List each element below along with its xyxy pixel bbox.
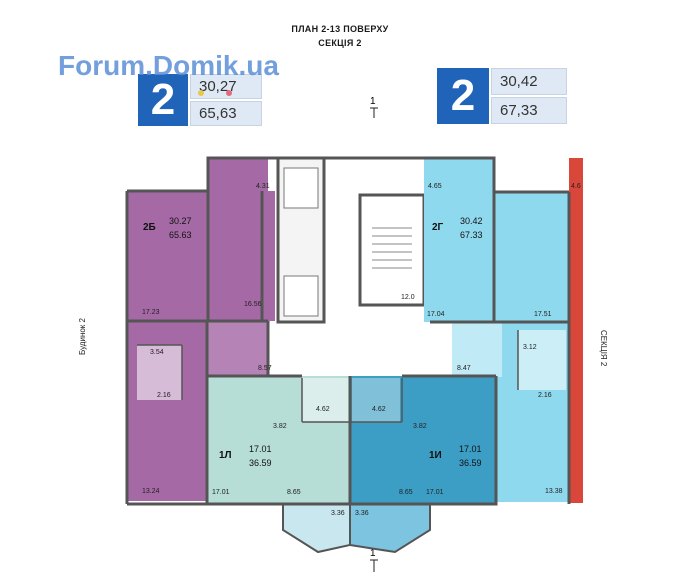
balcony-2g (424, 158, 494, 192)
stairwell (358, 193, 426, 307)
section-mark-top: 1 (370, 96, 376, 107)
balcony-2b (208, 158, 268, 191)
room-area: 8.65 (287, 489, 301, 496)
unit-code: 1Л (219, 450, 232, 461)
badge-total-area: 65,63 (190, 101, 262, 126)
unit-total: 36.59 (249, 458, 272, 468)
room-area: 4.31 (256, 183, 270, 190)
room-area: 3.36 (331, 510, 345, 517)
bathroom-2b (137, 345, 182, 400)
room-area: 17.04 (427, 311, 445, 318)
badge-total-area: 67,33 (491, 97, 567, 124)
unit-total: 67.33 (460, 230, 483, 240)
badge-rooms: 2 (437, 68, 489, 124)
side-label-left: Будинок 2 (78, 318, 87, 355)
room-area: 3.12 (523, 344, 537, 351)
room-area: 8.47 (457, 365, 471, 372)
room-area: 4.6 (571, 183, 581, 190)
unit-badge-right: 2 30,42 67,33 (437, 68, 567, 124)
unit-code: 1И (429, 450, 442, 461)
room-area: 8.57 (258, 365, 272, 372)
room-area: 13.38 (545, 488, 563, 495)
room-area: 17.23 (142, 309, 160, 316)
unit-1i (350, 376, 496, 504)
unit-2g-hall (452, 322, 502, 377)
room-area: 4.62 (372, 406, 386, 413)
unit-code: 2Б (143, 222, 156, 233)
unit-label-1i: 1И 17.01 36.59 (427, 444, 491, 474)
bathroom-1i (352, 378, 400, 422)
unit-2g-rooms (424, 192, 569, 322)
badge-rooms: 2 (138, 74, 188, 126)
section-cut-bottom (370, 559, 378, 572)
room-area: 16.56 (244, 301, 262, 308)
elevator-cab-1 (283, 167, 319, 209)
dot-icon (198, 90, 204, 96)
room-area: 2.16 (538, 392, 552, 399)
room-area: 4.62 (316, 406, 330, 413)
watermark: Forum.Domik.ua (58, 50, 279, 81)
unit-label-2g: 2Г 30.42 67.33 (430, 216, 494, 246)
unit-label-1l: 1Л 17.01 36.59 (217, 444, 281, 474)
section-mark-bottom: 1 (370, 548, 376, 559)
unit-code: 2Г (432, 222, 444, 233)
unit-living: 30.42 (460, 216, 483, 226)
room-area: 4.65 (428, 183, 442, 190)
room-area: 3.36 (355, 510, 369, 517)
unit-2b-rooms (127, 191, 275, 321)
badge-living-area: 30,42 (491, 68, 567, 95)
bathroom-1l (302, 378, 350, 422)
room-area: 17.01 (212, 489, 230, 496)
bathroom-2g (518, 330, 566, 390)
stairs (372, 227, 412, 269)
room-area: 2.16 (157, 392, 171, 399)
room-area: 8.65 (399, 489, 413, 496)
unit-total: 36.59 (459, 458, 482, 468)
unit-living: 17.01 (459, 444, 482, 454)
side-label-right: СЕКЦІЯ 2 (599, 330, 608, 367)
dot-icon (226, 90, 232, 96)
plan-subtitle: СЕКЦІЯ 2 (318, 38, 362, 48)
unit-label-2b: 2Б 30.27 65.63 (141, 216, 205, 246)
plan-title: ПЛАН 2-13 ПОВЕРХУ (291, 24, 389, 34)
neighbor-unit-red (569, 158, 583, 503)
room-area: 3.82 (413, 423, 427, 430)
elevator-cab-2 (283, 275, 319, 317)
room-area: 17.01 (426, 489, 444, 496)
room-area: 3.54 (150, 349, 164, 356)
section-cut-top (370, 107, 378, 118)
room-area: 13.24 (142, 488, 160, 495)
unit-total: 65.63 (169, 230, 192, 240)
inner-walls (137, 330, 519, 423)
room-area: 3.82 (273, 423, 287, 430)
room-area: 12.0 (401, 294, 415, 301)
unit-living: 30.27 (169, 216, 192, 226)
unit-living: 17.01 (249, 444, 272, 454)
walls (125, 156, 571, 506)
unit-2b-hall (207, 321, 267, 376)
room-area: 17.51 (534, 311, 552, 318)
